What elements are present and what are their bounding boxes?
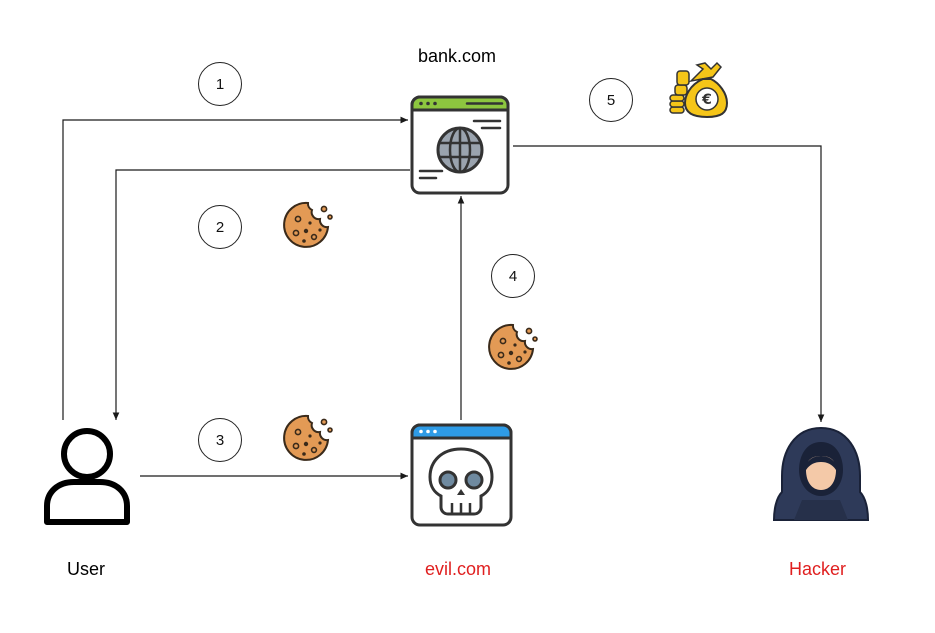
browser-globe-icon bbox=[410, 95, 510, 195]
cookie-icon bbox=[488, 323, 538, 370]
step-3-badge: 3 bbox=[198, 418, 242, 462]
cookie-icon bbox=[283, 201, 333, 248]
hooded-hacker-icon bbox=[772, 426, 870, 521]
money-bag-euro-icon: € bbox=[669, 61, 729, 119]
arrow-1-user-to-bank bbox=[62, 116, 408, 420]
user-icon bbox=[44, 428, 130, 525]
svg-text:€: € bbox=[701, 92, 712, 108]
step-1-badge: 1 bbox=[198, 62, 242, 106]
step-2-badge: 2 bbox=[198, 205, 242, 249]
bank-label: bank.com bbox=[418, 46, 497, 66]
hacker-label: Hacker bbox=[789, 559, 847, 579]
browser-skull-icon bbox=[410, 423, 513, 527]
evil-label: evil.com bbox=[425, 559, 492, 579]
step-5-badge: 5 bbox=[589, 78, 633, 122]
arrow-2-bank-to-user bbox=[112, 169, 410, 420]
arrow-5-bank-to-hacker bbox=[513, 145, 825, 422]
user-label: User bbox=[67, 559, 106, 579]
cookie-icon bbox=[283, 414, 333, 461]
step-4-badge: 4 bbox=[491, 254, 535, 298]
